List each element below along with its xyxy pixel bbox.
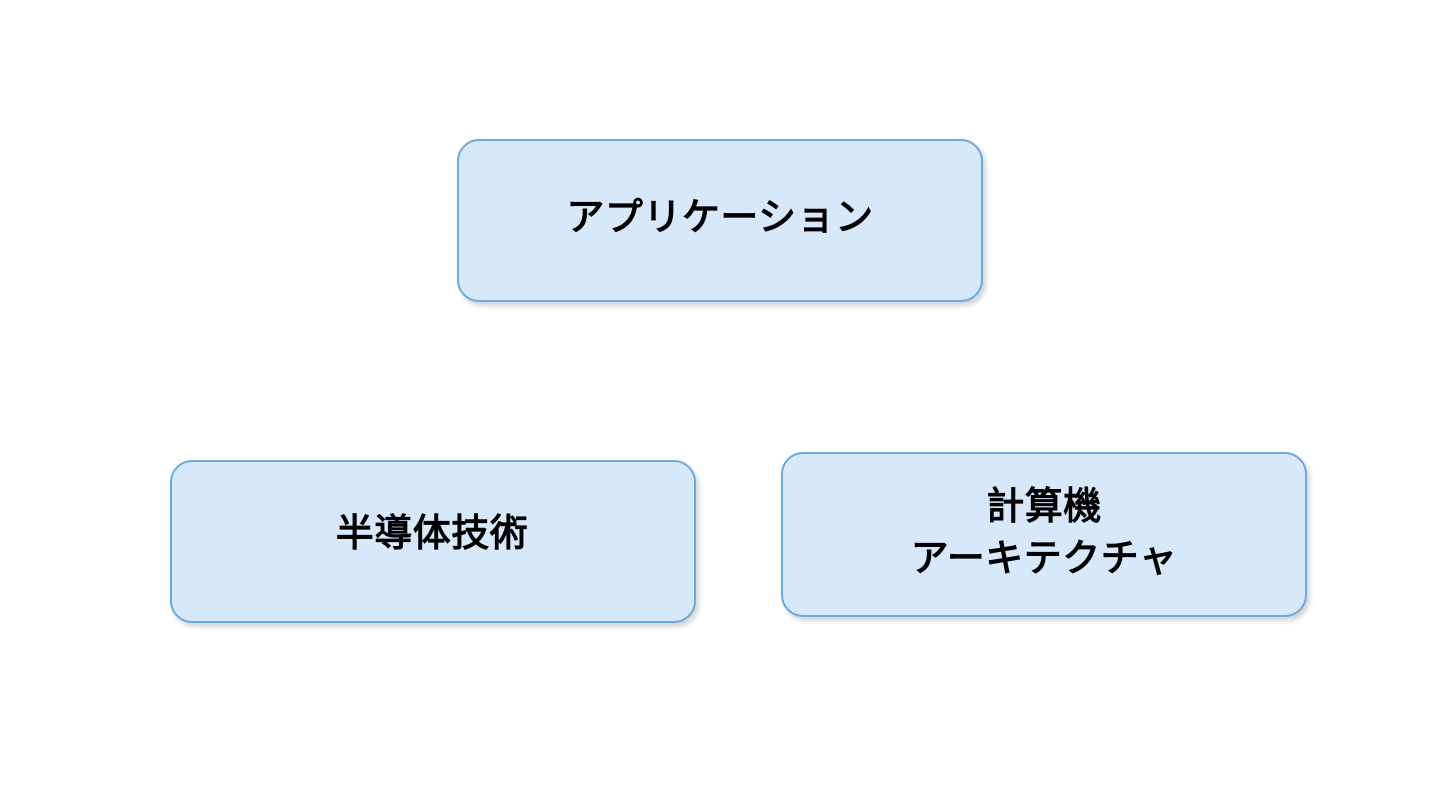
node-application[interactable]: アプリケーション (457, 139, 983, 302)
node-semiconductor[interactable]: 半導体技術 (170, 460, 696, 623)
node-semiconductor-label: 半導体技術 (335, 510, 529, 555)
node-architecture-label: 計算機 アーキテクチャ (910, 484, 1178, 580)
node-application-label: アプリケーション (566, 194, 874, 239)
node-architecture[interactable]: 計算機 アーキテクチャ (781, 452, 1307, 617)
